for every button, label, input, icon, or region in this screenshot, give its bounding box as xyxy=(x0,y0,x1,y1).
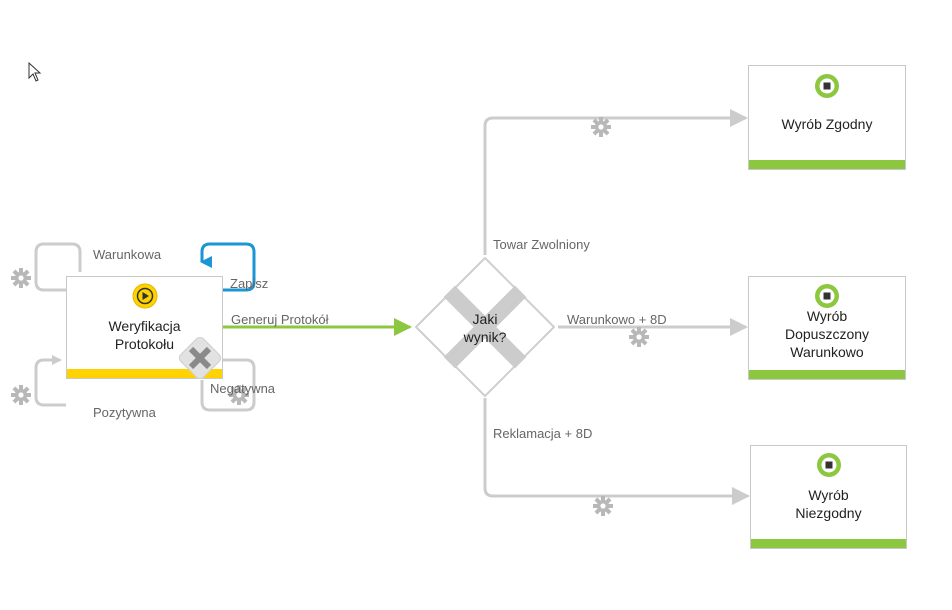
end-node-title: Wyrób Dopuszczony Warunkowo xyxy=(784,308,870,360)
label-warunkowa: Warunkowa xyxy=(93,247,162,262)
connector-reklamacja-8d[interactable] xyxy=(483,398,750,505)
gateway-x-icon xyxy=(443,285,527,369)
connector-pozytywna[interactable] xyxy=(34,355,66,407)
label-warunkowo-8d: Warunkowo + 8D xyxy=(567,312,667,327)
label-pozytywna: Pozytywna xyxy=(93,405,156,420)
end-node-wyrob-niezgodny[interactable]: Wyrób Niezgodny xyxy=(750,445,907,549)
stop-icon xyxy=(815,284,839,308)
close-icon[interactable] xyxy=(174,332,226,384)
label-zapisz: Zapisz xyxy=(230,276,269,291)
gateway-node[interactable] xyxy=(415,257,555,397)
end-node-title: Wyrób Niezgodny xyxy=(795,487,862,521)
gear-icon[interactable] xyxy=(11,385,31,405)
gateway-title: Jaki wynik? xyxy=(463,311,507,345)
connector-zapisz[interactable] xyxy=(200,242,256,292)
label-towar-zwolniony: Towar Zwolniony xyxy=(493,237,590,252)
end-node-status-bar xyxy=(751,539,906,548)
end-node-status-bar xyxy=(749,370,905,379)
stop-icon xyxy=(815,74,839,98)
label-negatywna: Negatywna xyxy=(210,381,276,396)
gear-icon[interactable] xyxy=(593,496,613,516)
end-node-wyrob-zgodny[interactable]: Wyrób Zgodny xyxy=(748,65,906,170)
connector-negatywna[interactable] xyxy=(200,358,256,412)
task-status-bar xyxy=(67,369,222,378)
label-reklamacja-8d: Reklamacja + 8D xyxy=(493,426,593,441)
gear-icon[interactable] xyxy=(11,268,31,288)
label-generuj-protokol: Generuj Protokół xyxy=(231,312,329,327)
end-node-status-bar xyxy=(749,160,905,169)
task-title: Weryfikacja Protokołu xyxy=(108,318,181,352)
mouse-cursor-icon xyxy=(28,62,42,82)
play-icon xyxy=(132,283,158,309)
gear-icon[interactable] xyxy=(591,117,611,137)
gear-icon[interactable] xyxy=(629,327,649,347)
end-node-title: Wyrób Zgodny xyxy=(781,116,873,132)
end-node-wyrob-dopuszczony-warunkowo[interactable]: Wyrób Dopuszczony Warunkowo xyxy=(748,276,906,380)
stop-icon xyxy=(817,453,841,477)
connector-warunkowa[interactable] xyxy=(34,242,82,292)
connector-towar-zwolniony[interactable] xyxy=(483,109,748,255)
